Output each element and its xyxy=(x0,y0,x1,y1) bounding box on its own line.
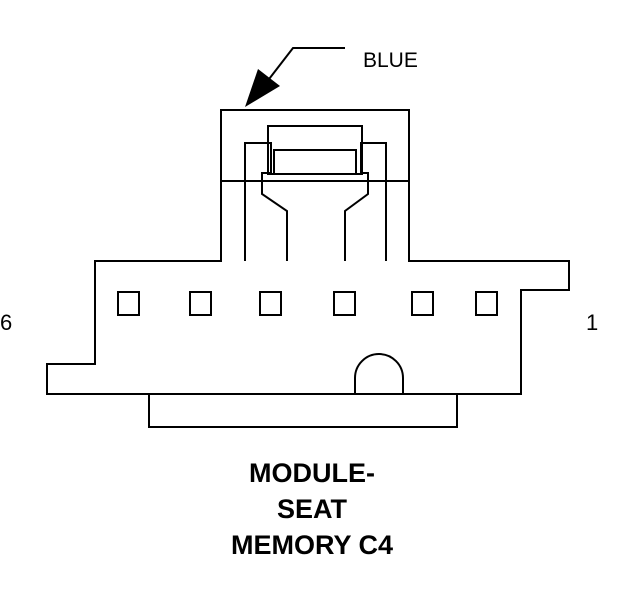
latch-right-leg xyxy=(344,142,387,261)
latch-tab-inner xyxy=(273,149,357,175)
pin-number-left: 6 xyxy=(0,310,13,335)
pin-cavity xyxy=(117,291,140,316)
connector-body-outline xyxy=(46,109,570,395)
callout-arrow-icon xyxy=(245,69,280,107)
pin-number-right: 1 xyxy=(586,310,599,335)
latch-left-leg xyxy=(244,142,288,261)
wire-color-label: BLUE xyxy=(363,49,418,72)
connector-bottom-skirt xyxy=(148,394,458,428)
caption-line-3: MEMORY C4 xyxy=(230,530,394,560)
connector-caption: MODULE- SEAT MEMORY C4 xyxy=(162,455,462,563)
pin-cavity xyxy=(333,291,356,316)
pin-cavity xyxy=(475,291,498,316)
polarization-key xyxy=(354,353,404,394)
callout-leader-line xyxy=(265,47,345,84)
caption-line-2: SEAT xyxy=(276,494,347,524)
pin-cavity xyxy=(189,291,212,316)
pin-cavity xyxy=(259,291,282,316)
caption-line-1: MODULE- xyxy=(249,458,375,488)
pin-cavity xyxy=(411,291,434,316)
